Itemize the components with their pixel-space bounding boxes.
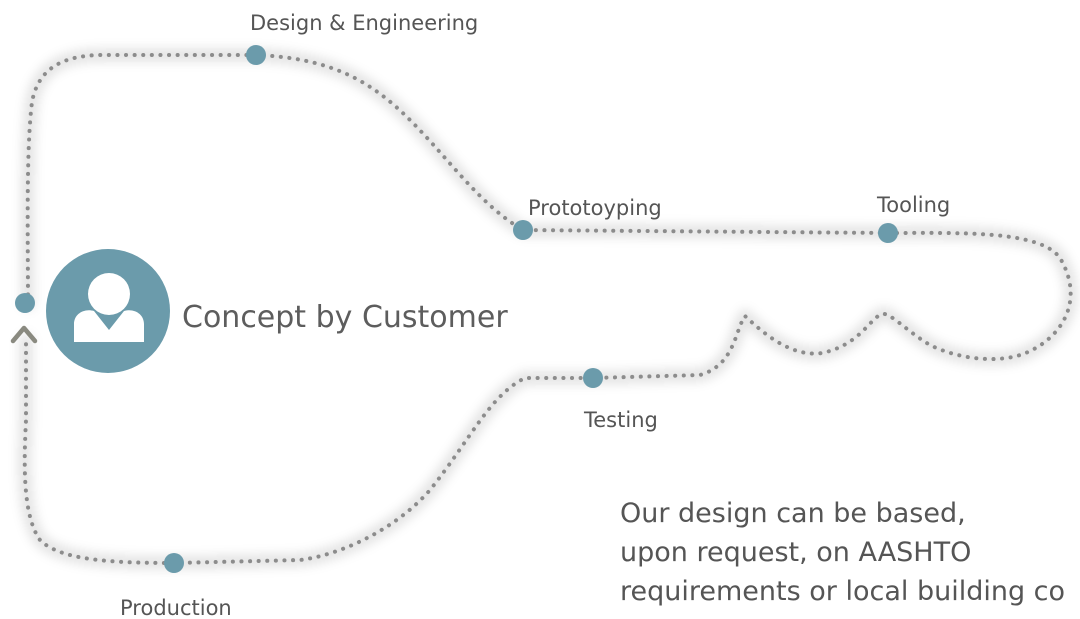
concept-label: Concept by Customer	[182, 300, 508, 335]
design-dot	[246, 45, 266, 65]
note-line-1: Our design can be based,	[620, 498, 966, 529]
stage-label-testing: Testing	[583, 408, 658, 432]
production-dot	[164, 553, 184, 573]
arrow-up-icon	[10, 325, 38, 344]
note-line-2: upon request, on AASHTO	[620, 537, 971, 568]
stage-label-design: Design & Engineering	[250, 11, 478, 35]
process-path	[22, 53, 1073, 566]
stage-label-prototyping: Prototoyping	[528, 196, 662, 220]
start-dot	[15, 293, 35, 313]
stage-label-production: Production	[120, 596, 232, 619]
prototyping-dot	[513, 220, 533, 240]
tooling-dot	[878, 223, 898, 243]
customer-icon	[46, 249, 170, 373]
testing-dot	[583, 368, 603, 388]
stage-label-tooling: Tooling	[876, 193, 950, 217]
note-line-3: requirements or local building co	[620, 576, 1065, 607]
